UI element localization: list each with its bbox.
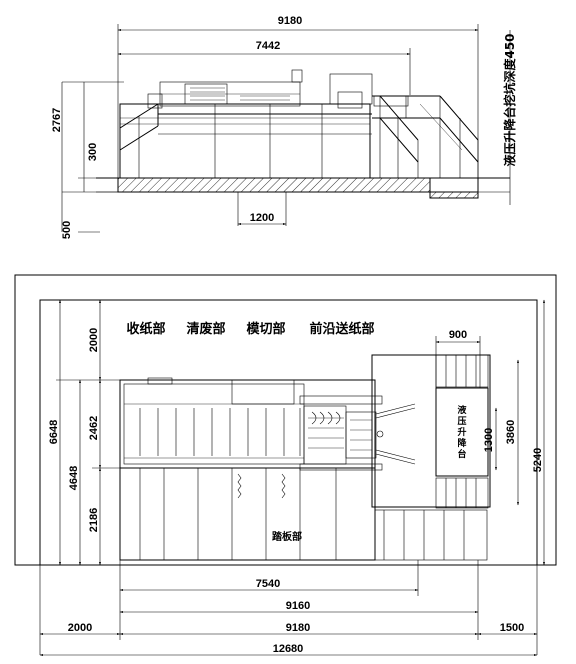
- dim-label-5240: 5240: [532, 448, 544, 472]
- dim-label-9180: 9180: [278, 15, 302, 27]
- dim-side-vertical: 2767 300 500: [51, 81, 124, 239]
- dim-label-2000-bottom: 2000: [68, 622, 92, 634]
- side-view: 9180 7442: [51, 15, 517, 239]
- label-platform: 踏板部: [272, 530, 302, 543]
- dim-label-300: 300: [87, 143, 99, 161]
- pit-depth-note: 液压升降台挖坑深度450: [502, 33, 517, 166]
- dim-label-7442: 7442: [256, 40, 280, 52]
- dim-label-1200: 1200: [250, 212, 274, 224]
- side-vertical-note: 液压升降台挖坑深度450: [502, 30, 517, 205]
- label-waste-stripping: 清废部: [186, 321, 225, 337]
- side-foundation: [96, 177, 510, 226]
- dim-label-2462: 2462: [88, 416, 100, 440]
- side-railing-top: [158, 113, 372, 135]
- side-railing-right: [372, 95, 479, 178]
- label-delivery: 收纸部: [126, 321, 165, 337]
- dim-label-3860: 3860: [505, 420, 517, 444]
- label-die-cutting: 模切部: [246, 321, 285, 337]
- plan-machine-body: [119, 377, 416, 471]
- side-railing-left: [119, 103, 159, 178]
- dim-label-4648: 4648: [68, 466, 80, 490]
- plan-delivery-slats: [139, 408, 301, 456]
- side-machine-body: [119, 69, 409, 179]
- dim-side-9180: 9180: [117, 15, 479, 180]
- dim-label-9180-bottom: 9180: [286, 622, 310, 634]
- dim-label-2186: 2186: [88, 508, 100, 532]
- label-lift-table: 液压升降台: [457, 404, 467, 460]
- label-feeder: 前沿送纸部: [309, 321, 374, 337]
- dim-plan-left: 6648 4648 2000 2462 2186: [48, 299, 120, 566]
- dim-side-1200: 1200: [237, 212, 287, 226]
- dim-label-9160: 9160: [286, 600, 310, 612]
- plan-feeder-section: 液压升降台: [371, 354, 491, 561]
- dim-label-900: 900: [449, 329, 467, 341]
- plan-inner-boundary: [39, 299, 538, 566]
- dim-plan-right: 1300 3860 5240: [483, 299, 546, 566]
- dim-plan-bottom: 7540 9160 2000 9180 1500 12680: [39, 560, 538, 657]
- dim-label-500: 500: [61, 221, 73, 239]
- dim-label-6648: 6648: [48, 420, 60, 444]
- dim-side-7442: 7442: [117, 40, 411, 95]
- dim-label-2000-left: 2000: [88, 328, 100, 352]
- dim-plan-900: 900: [435, 329, 481, 388]
- dim-label-2767: 2767: [51, 108, 63, 132]
- dim-label-12680: 12680: [273, 643, 304, 655]
- plan-platform: 踏板部: [119, 467, 376, 561]
- lift-table: [435, 387, 489, 477]
- dim-label-1500: 1500: [500, 622, 524, 634]
- dim-label-7540: 7540: [256, 578, 280, 590]
- dim-label-1300: 1300: [483, 428, 495, 452]
- plan-view: 收纸部 清废部 模切部 前沿送纸部: [14, 274, 557, 657]
